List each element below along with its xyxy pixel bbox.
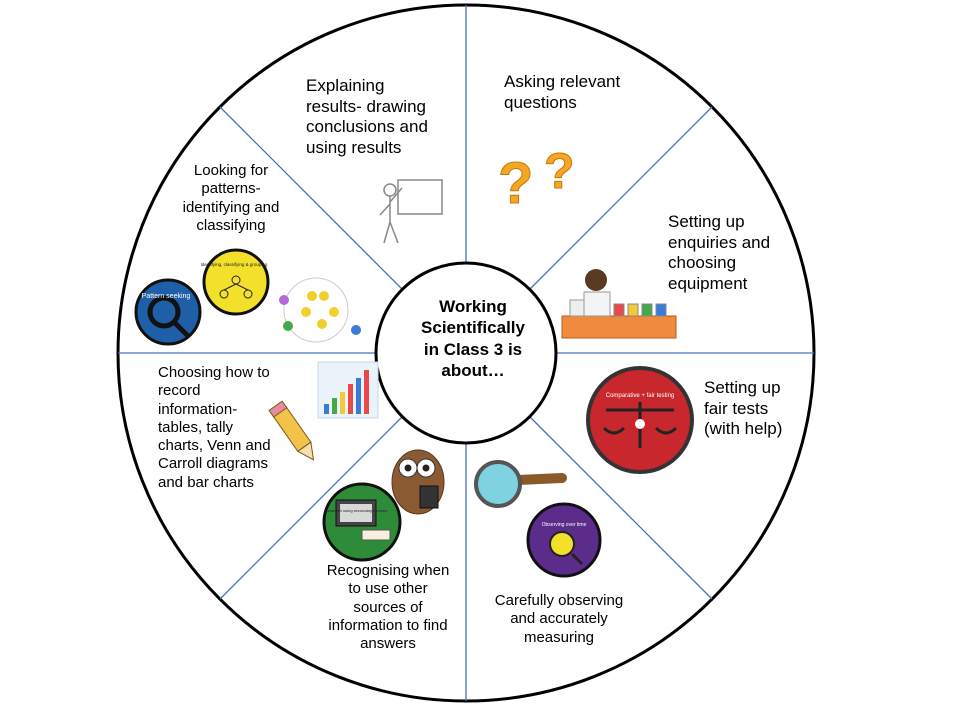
segment-recording-text: Choosing how to record information- tabl…	[158, 364, 271, 492]
divider-bottom-left	[219, 416, 403, 600]
text-line: using results	[306, 138, 402, 158]
divider-top-left	[219, 106, 403, 290]
text-line: (with help)	[704, 419, 783, 439]
text-line: charts, Venn and	[158, 437, 271, 455]
text-line: questions	[504, 92, 577, 112]
text-line: Explaining	[306, 76, 385, 95]
teacher-board-icon	[379, 179, 443, 244]
text-line: enquiries and	[668, 232, 771, 252]
text-line: Choosing how to	[158, 364, 270, 381]
segment-observing-text: Carefully observing and accurately measu…	[476, 592, 642, 647]
centre-title: Working Scientifically in Class 3 is abo…	[388, 296, 558, 381]
text-line: information to find	[328, 616, 448, 634]
svg-text:?: ?	[498, 151, 533, 216]
text-line: Carroll diagrams	[158, 455, 269, 473]
text-line: and accurately	[510, 610, 608, 628]
owl-icon	[391, 449, 445, 515]
text-line: patterns-	[201, 180, 261, 198]
counting-bears-icon	[279, 277, 361, 343]
pattern-seeking-badge: Pattern seeking	[134, 278, 202, 346]
svg-text:?: ?	[544, 143, 575, 199]
observing-over-time-badge: Observing over time	[526, 502, 602, 578]
text-line: Setting up	[704, 378, 781, 397]
text-line: answers	[360, 635, 416, 653]
text-line: tables, tally	[158, 418, 234, 436]
segment-sources-text: Recognising when to use other sources of…	[312, 562, 464, 653]
centre-line: Working	[439, 297, 507, 316]
text-line: to use other	[348, 580, 428, 598]
fair-testing-badge: Comparative + fair testing	[586, 366, 694, 474]
observing-over-time-badge-text: Observing over time	[542, 522, 587, 528]
fair-testing-badge-text: Comparative + fair testing	[606, 393, 675, 399]
scientist-lab-icon	[561, 269, 677, 339]
text-line: information-	[158, 400, 238, 418]
bar-chart-icon	[317, 361, 379, 419]
question-marks-icon: ? ?	[498, 143, 576, 217]
text-line: equipment	[668, 274, 748, 294]
text-line: measuring	[523, 628, 595, 646]
divider-bottom-right	[529, 416, 713, 600]
text-line: sources of	[353, 598, 423, 616]
centre-line: Scientifically	[421, 318, 525, 338]
text-line: and bar charts	[158, 473, 254, 491]
text-line: Carefully observing	[494, 592, 624, 609]
segment-fair-tests-text: Setting up fair tests (with help)	[704, 378, 782, 440]
centre-line: in Class 3 is	[423, 339, 523, 359]
divider-top-right	[529, 106, 713, 290]
text-line: Recognising when	[326, 562, 450, 579]
text-line: fair tests	[704, 398, 769, 418]
text-line: identifying and	[182, 198, 280, 216]
text-line: conclusions and	[306, 117, 428, 137]
centre-circle	[374, 261, 558, 445]
text-line: choosing	[668, 253, 737, 273]
text-line: Looking for	[193, 162, 269, 179]
identifying-badge-text: Identifying, classifying & grouping	[201, 262, 268, 267]
segment-enquiries-text: Setting up enquiries and choosing equipm…	[668, 212, 770, 295]
segment-explaining-text: Explaining results- drawing conclusions …	[306, 76, 428, 159]
magnifying-glass-icon	[474, 460, 567, 508]
centre-line: about…	[441, 360, 505, 380]
text-line: Setting up	[668, 212, 745, 231]
pattern-seeking-badge-text: Pattern seeking	[142, 293, 191, 300]
segment-dividers	[118, 5, 814, 701]
text-line: Asking relevant	[504, 72, 621, 91]
pencil-icon	[268, 400, 315, 461]
research-badge-text: Research using secondary sources	[325, 508, 387, 513]
text-line: classifying	[196, 216, 266, 234]
text-line: results- drawing	[306, 96, 426, 116]
text-line: record	[158, 382, 201, 400]
identifying-badge: Identifying, classifying & grouping	[201, 248, 270, 316]
research-badge: Research using secondary sources	[322, 482, 402, 562]
segment-patterns-text: Looking for patterns- identifying and cl…	[160, 162, 302, 235]
segment-asking-text: Asking relevant questions	[504, 72, 620, 113]
